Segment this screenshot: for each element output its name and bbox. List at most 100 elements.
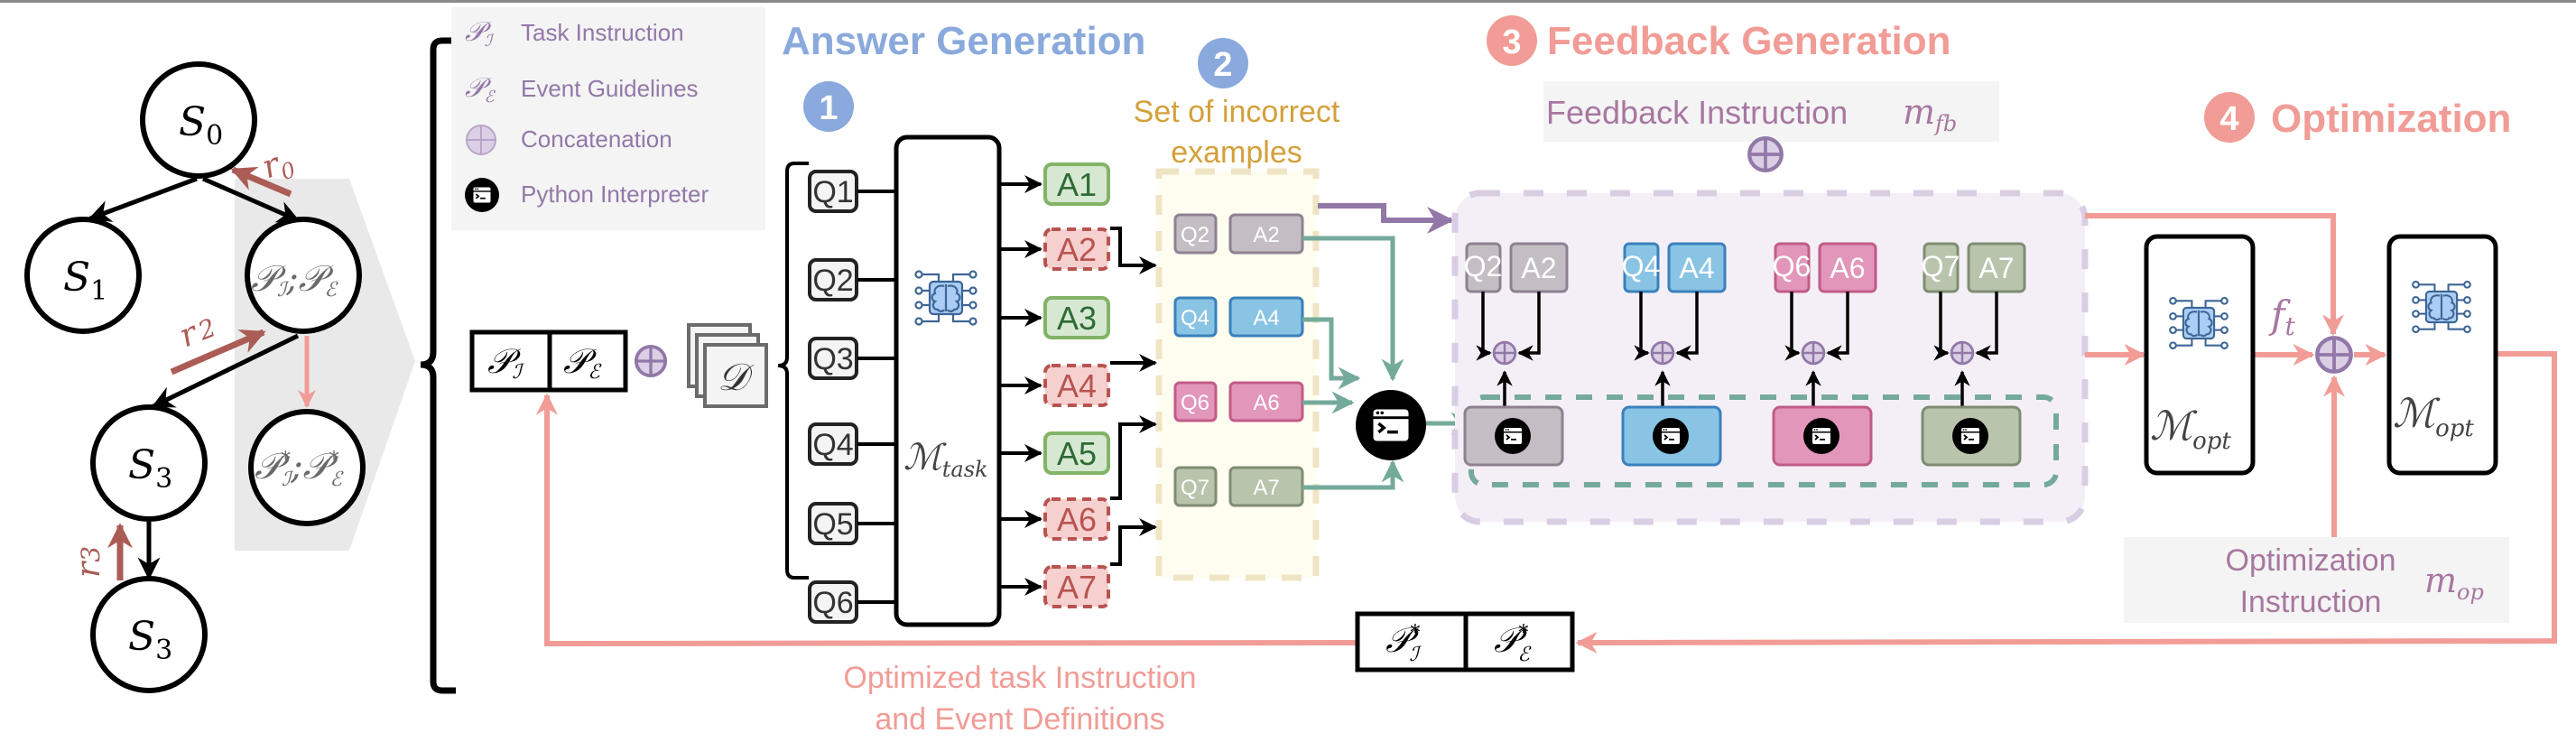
question-q2: Q2 (808, 258, 896, 301)
feedback-pairs: Q2 A2 Q4 A4 Q6 A6 Q7 A7 (1463, 242, 2026, 467)
svg-text:Q2: Q2 (812, 264, 853, 298)
question-q3: Q3 (808, 337, 896, 380)
svg-text:A2: A2 (1521, 252, 1556, 284)
terminal-icon (1653, 418, 1689, 454)
answer-to-set-arrows (1110, 227, 1157, 566)
initial-prompt: 𝒫ℐ 𝒫ℰ (469, 329, 628, 393)
optimization-instruction-symbol: mop (2424, 561, 2484, 605)
svg-text:A6: A6 (1253, 391, 1279, 415)
concat-icon (1801, 340, 1826, 366)
answer-a3: A3 (999, 296, 1110, 339)
concat-icon (2317, 338, 2350, 371)
answer-a1: A1 (999, 162, 1110, 206)
node-s3-upper: S3 (90, 404, 208, 522)
answer-a6: A6 (999, 497, 1110, 541)
pairs-to-interpreter-arrows (1302, 236, 1474, 490)
stage-badge-4: 4 (2204, 92, 2255, 143)
set-to-feedback-arrow (1318, 203, 1454, 234)
svg-text:Q7: Q7 (1181, 476, 1209, 500)
feedback-unit-q4: Q4 A4 (1621, 242, 1727, 467)
legend-item-event-guidelines: 𝒫ℰ Event Guidelines (465, 72, 699, 107)
reward-label-r2: r2 (174, 308, 221, 356)
svg-text:𝒫*ℰ: 𝒫*ℰ (1494, 620, 1532, 666)
edge-s0-s1 (88, 176, 198, 222)
svg-text:𝒫*ℐ;𝒫*ℰ: 𝒫*ℐ;𝒫*ℰ (255, 446, 345, 491)
stage-badge-1: 1 (803, 81, 854, 132)
output-caption-line2: and Event Definitions (875, 702, 1164, 737)
output-caption-line1: Optimized task Instruction (843, 661, 1196, 695)
svg-text:Q5: Q5 (812, 507, 853, 542)
svg-text:A4: A4 (1679, 252, 1714, 284)
svg-text:Q4: Q4 (1622, 250, 1661, 283)
feedback-instruction-label: Feedback Instruction (1546, 94, 1848, 131)
legend-item-python-interpreter: Python Interpreter (465, 178, 709, 212)
svg-text:Q7: Q7 (1922, 250, 1960, 283)
svg-text:Q6: Q6 (812, 586, 853, 620)
svg-text:A6: A6 (1830, 252, 1865, 284)
svg-text:3: 3 (1502, 23, 1521, 61)
svg-text:4: 4 (2219, 100, 2238, 138)
svg-text:S0: S0 (179, 99, 223, 152)
reward-arrow-r0 (230, 166, 292, 198)
svg-text:ℳopt: ℳopt (2150, 403, 2231, 455)
optimization-instruction-line2: Instruction (2240, 585, 2382, 619)
svg-text:A6: A6 (1057, 501, 1097, 538)
svg-text:S3: S3 (128, 442, 172, 495)
stage-title-feedback-generation: Feedback Generation (1547, 19, 1951, 63)
answer-a4: A4 (999, 364, 1110, 407)
python-interpreter-icon (1356, 390, 1426, 460)
reward-arrow-r2 (170, 329, 266, 376)
svg-text:Q6: Q6 (1181, 391, 1209, 415)
svg-text:Event Guidelines: Event Guidelines (521, 75, 699, 102)
svg-text:ℳtask: ℳtask (903, 437, 988, 482)
top-border (0, 0, 2576, 3)
reward-label-r3: r3 (70, 546, 107, 578)
svg-text:A1: A1 (1057, 166, 1097, 203)
feedback-symbol: ft (2268, 292, 2296, 341)
answer-a5: A5 (999, 431, 1110, 475)
feedback-instruction-box (1543, 81, 1999, 142)
questions-brace (777, 162, 809, 580)
svg-text:ℳopt: ℳopt (2393, 391, 2474, 442)
svg-text:Task Instruction: Task Instruction (521, 19, 684, 46)
svg-text:A7: A7 (1978, 252, 2014, 284)
feedback-unit-q6: Q6 A6 (1772, 242, 1877, 467)
svg-text:Q3: Q3 (812, 342, 853, 376)
edge-prompt-s3 (151, 333, 300, 409)
question-q5: Q5 (808, 502, 896, 545)
answer-a7: A7 (999, 565, 1110, 608)
svg-text:Q2: Q2 (1181, 223, 1209, 247)
terminal-icon (465, 178, 499, 212)
svg-text:A2: A2 (1057, 231, 1097, 268)
terminal-icon (1495, 418, 1531, 454)
optimizer-model-feedback: ℳopt (2144, 234, 2256, 476)
stage-title-optimization: Optimization (2271, 97, 2511, 141)
feedback-instruction-symbol: mfb (1903, 92, 1957, 136)
legend: 𝒫ℐ Task Instruction 𝒫ℰ Event Guidelines … (451, 7, 765, 230)
svg-text:Q4: Q4 (1181, 306, 1209, 330)
expansion-brace (420, 37, 456, 694)
optimization-instruction-line1: Optimization (2226, 543, 2396, 578)
concat-icon (1492, 340, 1517, 366)
svg-text:S3: S3 (128, 614, 172, 666)
svg-text:Q2: Q2 (1464, 250, 1503, 283)
optimized-prompt: 𝒫*ℐ 𝒫*ℰ (1355, 611, 1575, 672)
svg-text:Q6: Q6 (1773, 250, 1812, 283)
stage-badge-3: 3 (1487, 15, 1537, 66)
svg-text:Concatenation: Concatenation (521, 125, 672, 153)
concat-icon (1950, 340, 1975, 366)
node-s0: S0 (140, 61, 257, 179)
optimization-arrows (536, 213, 2557, 654)
answer-a2: A2 (999, 227, 1110, 271)
svg-text:2: 2 (1213, 46, 1232, 84)
svg-text:Python Interpreter: Python Interpreter (521, 181, 709, 208)
svg-text:1: 1 (819, 89, 838, 127)
search-tree: r0 r2 r3 S0 S1 𝒫ℐ;𝒫ℰ S3 𝒫*ℐ;𝒫*ℰ S3 (24, 61, 415, 693)
node-s1: S1 (24, 217, 142, 334)
